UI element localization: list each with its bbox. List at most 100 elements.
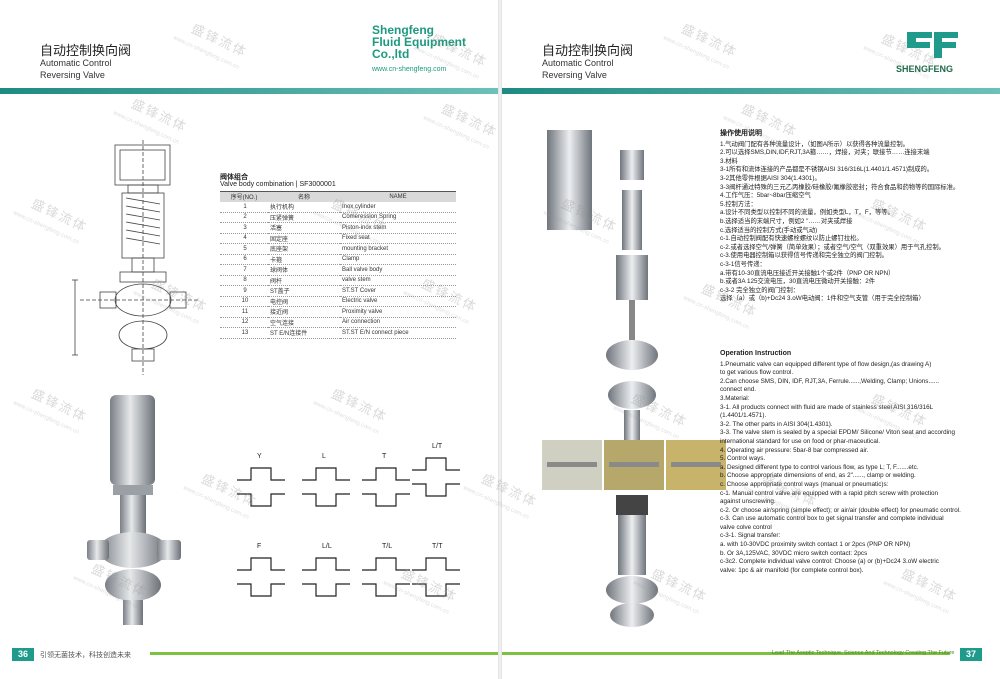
cell-name: Inox cylinder	[340, 201, 456, 213]
cell-no: 11	[220, 306, 268, 318]
logo-text: SHENGFENG	[896, 64, 954, 74]
instruction-line: valve: 1pc & air manifold (for complete …	[720, 566, 864, 574]
instruction-line: c. Choose appropriate control ways (manu…	[720, 480, 889, 488]
brand-line3: Co.,ltd	[372, 47, 410, 61]
footer-text-left: 引领无菌技术，科技创造未来	[40, 652, 131, 659]
title-en-right-line1: Automatic Control	[542, 58, 614, 68]
instruction-line: valve colve control	[720, 523, 772, 531]
footer-bar-left	[150, 652, 498, 655]
flow-type-label: T/L	[382, 543, 392, 550]
instruction-line: c-3. Can use automatic control box to ge…	[720, 515, 944, 523]
cell-cn: 压紧弹簧	[268, 212, 340, 223]
instruction-line: against unscrewing.	[720, 498, 776, 506]
cell-cn: 执行机构	[268, 201, 340, 213]
cell-cn: 阀杆	[268, 275, 340, 286]
instruction-line: 3.Material:	[720, 394, 750, 402]
cell-name: Proximity valve	[340, 306, 456, 318]
valve-product-photo	[87, 395, 181, 625]
instruction-line: a. Designed different type to control va…	[720, 463, 919, 471]
valve-technical-drawing	[72, 140, 200, 375]
cell-no: 13	[220, 327, 268, 339]
instructions-en: Operation Instruction 1.Pneumatic valve …	[720, 350, 990, 575]
cell-name: Fixed seat	[340, 233, 456, 244]
left-page: 自动控制换向阀 Automatic Control Reversing Valv…	[0, 0, 498, 679]
page-title-cn-right: 自动控制换向阀	[542, 44, 634, 59]
brand-name: Shengfeng Fluid Equipment Co.,ltd	[372, 24, 466, 60]
exploded-valve-photo	[606, 150, 658, 440]
page-title-cn: 自动控制换向阀	[40, 44, 132, 59]
cell-no: 10	[220, 296, 268, 307]
cell-cn: 电控阀	[268, 296, 340, 307]
instruction-line: 4. Operating air pressure: 5bar-8 bar co…	[720, 446, 869, 454]
instruction-line: 4.工作气压：5bar~8bar压缩空气	[720, 192, 811, 200]
page-title-en: Automatic Control Reversing Valve	[40, 57, 112, 81]
instruction-line: (1.4401/1.4571).	[720, 412, 767, 420]
instructions-cn-title: 操作使用说明	[720, 130, 762, 137]
cell-name: Ball valve body	[340, 264, 456, 276]
instruction-line: b.选择适当的末端尺寸，例如2 "……对夹或焊接	[720, 217, 853, 225]
instruction-line: b.或者3A 125交流电压，30直流电压微动开关接触：2件	[720, 278, 876, 286]
instruction-line: 1.Pneumatic valve can equipped different…	[720, 360, 932, 368]
instruction-line: 3-2. The other parts in AISI 304(1.4301)…	[720, 420, 833, 428]
cell-name: Comeression Spring	[340, 212, 456, 223]
cell-no: 4	[220, 233, 268, 244]
actuator-photo	[547, 130, 592, 230]
flow-type-l-t: L/T	[412, 443, 460, 497]
cell-name: Piston-inox stem	[340, 222, 456, 234]
instruction-line: c-2.或者选择空气/弹簧（简单效果）；或者空气/空气（双重效果）用于气孔控制。	[720, 243, 945, 251]
complete-valve-photo	[606, 495, 658, 627]
installation-photos	[542, 440, 726, 490]
cell-no: 2	[220, 212, 268, 223]
cell-cn: 空气连接	[268, 317, 340, 328]
col-header-name: NAME	[340, 191, 456, 202]
instruction-line: b. Choose appropriate dimensions of end,…	[720, 472, 916, 480]
instruction-line: c.选择适当的控制方式(手动或气动)	[720, 226, 818, 234]
instruction-line: a.设计不同类型以控制不同的流量，例如类型L，T，F，等等。	[720, 209, 894, 217]
cell-name: mounting bracket	[340, 243, 456, 255]
instruction-line: c-3.使用电器控制箱以获得信号传递和完全独立的阀门控制。	[720, 252, 888, 260]
cell-no: 8	[220, 275, 268, 286]
cell-name: Clamp	[340, 254, 456, 265]
cell-cn: 底座架	[268, 243, 340, 255]
instruction-line: b. Or 3A,125VAC, 30VDC micro switch cont…	[720, 549, 868, 557]
instruction-line: c-3-2 完全独立的阀门控制：	[720, 286, 800, 294]
flow-type-label: Y	[257, 453, 262, 460]
instruction-line: 3-3. The valve stem is sealed by a speci…	[720, 429, 955, 437]
brand-url: www.cn-shengfeng.com	[372, 66, 447, 73]
flow-type-label: L/T	[432, 443, 443, 450]
cell-cn: 卡箍	[268, 254, 340, 265]
cell-no: 6	[220, 254, 268, 265]
cell-no: 7	[220, 264, 268, 276]
col-header-no: 序号(NO.)	[220, 191, 268, 202]
cell-name: ST.ST Cover	[340, 285, 456, 297]
flow-type-f: F	[237, 543, 285, 597]
page-gutter	[498, 0, 502, 679]
cell-cn: ST E/N连接件	[268, 327, 340, 339]
cell-cn: ST盖子	[268, 285, 340, 297]
flow-type-y: Y	[237, 453, 285, 507]
cell-name: Air connection	[340, 317, 456, 328]
instructions-cn: 操作使用说明 1.气动阀门配有各种流量设计，（如图A所示）以获得各种流量控制。2…	[720, 130, 990, 304]
title-en-right-line2: Reversing Valve	[542, 70, 607, 80]
instructions-en-title: Operation Instruction	[720, 350, 792, 357]
page-title-en-right: Automatic Control Reversing Valve	[542, 57, 614, 81]
title-en-line2: Reversing Valve	[40, 70, 105, 80]
cell-no: 1	[220, 201, 268, 213]
instruction-line: 3-1所有和流体连接的产品都是不锈钢AISI 316/316L(1.4401/1…	[720, 166, 934, 174]
instruction-line: c-2. Or choose air/spring (simple effect…	[720, 506, 961, 514]
cell-cn: 活塞	[268, 222, 340, 234]
flow-type-label: T/T	[432, 543, 443, 550]
instruction-line: c-3-1. Signal transfer:	[720, 532, 781, 540]
cell-no: 12	[220, 317, 268, 328]
instruction-line: c-3-1信号传递：	[720, 260, 766, 268]
flow-type-t-t: T/T	[412, 543, 460, 597]
brand-line1: Shengfeng	[372, 23, 434, 37]
